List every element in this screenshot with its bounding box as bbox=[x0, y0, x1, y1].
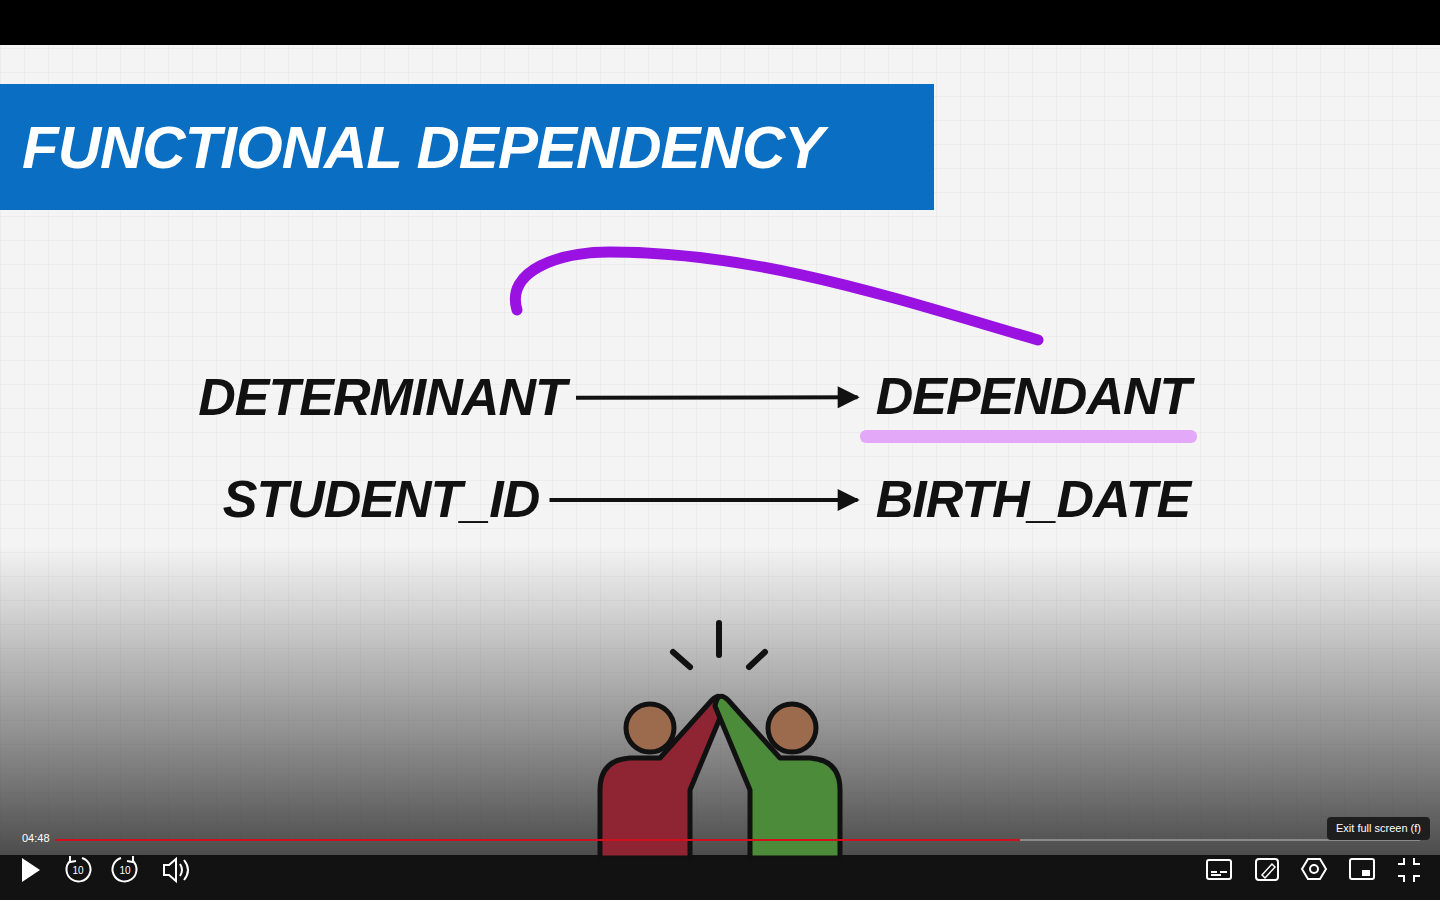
term-text: STUDENT_ID bbox=[223, 470, 539, 530]
term-node: BIRTH_DATE bbox=[870, 464, 1197, 536]
grid-ground bbox=[0, 45, 1440, 855]
red-person-head bbox=[626, 704, 674, 752]
volume-icon bbox=[164, 859, 176, 881]
purple-curve bbox=[515, 252, 1038, 340]
burst-lines bbox=[673, 623, 765, 667]
tooltip: Exit full screen (f) bbox=[1327, 817, 1430, 840]
top-bar bbox=[0, 0, 1440, 45]
dependency-arrow bbox=[550, 498, 858, 502]
highlight-underline bbox=[860, 430, 1197, 443]
progress-track bbox=[55, 839, 1420, 841]
skip-back-head bbox=[70, 856, 76, 862]
title-banner: FUNCTIONAL DEPENDENCY bbox=[0, 84, 934, 210]
slide-title: FUNCTIONAL DEPENDENCY bbox=[0, 113, 823, 182]
green-person bbox=[715, 696, 840, 858]
term-text: BIRTH_DATE bbox=[876, 470, 1191, 530]
term-node: DETERMINANT bbox=[192, 362, 572, 434]
exit-fullscreen-icon bbox=[1398, 858, 1420, 882]
dependency-arrow bbox=[576, 395, 858, 399]
term-text: DEPENDANT bbox=[876, 367, 1191, 427]
notes-icon bbox=[1256, 859, 1278, 880]
skip-forward-head bbox=[127, 856, 133, 862]
pip-icon bbox=[1350, 859, 1374, 879]
progress-played bbox=[55, 839, 1020, 841]
red-person bbox=[600, 696, 725, 858]
skip-seconds: 10 bbox=[72, 865, 83, 877]
play-icon bbox=[22, 858, 40, 882]
pen bbox=[1262, 864, 1275, 878]
skip-seconds: 10 bbox=[119, 865, 130, 877]
time-elapsed: 04:48 bbox=[22, 832, 50, 845]
subtitles-lines bbox=[1211, 872, 1227, 875]
volume-waves bbox=[180, 860, 188, 880]
settings-icon bbox=[1302, 859, 1326, 879]
green-person-head bbox=[768, 704, 816, 752]
term-text: DETERMINANT bbox=[198, 368, 565, 428]
player-bar bbox=[0, 855, 1440, 900]
settings-hub bbox=[1310, 865, 1318, 873]
term-node: STUDENT_ID bbox=[217, 464, 546, 536]
subtitles-icon bbox=[1207, 860, 1231, 879]
pip-inner bbox=[1362, 870, 1370, 876]
term-node: DEPENDANT bbox=[870, 361, 1197, 433]
